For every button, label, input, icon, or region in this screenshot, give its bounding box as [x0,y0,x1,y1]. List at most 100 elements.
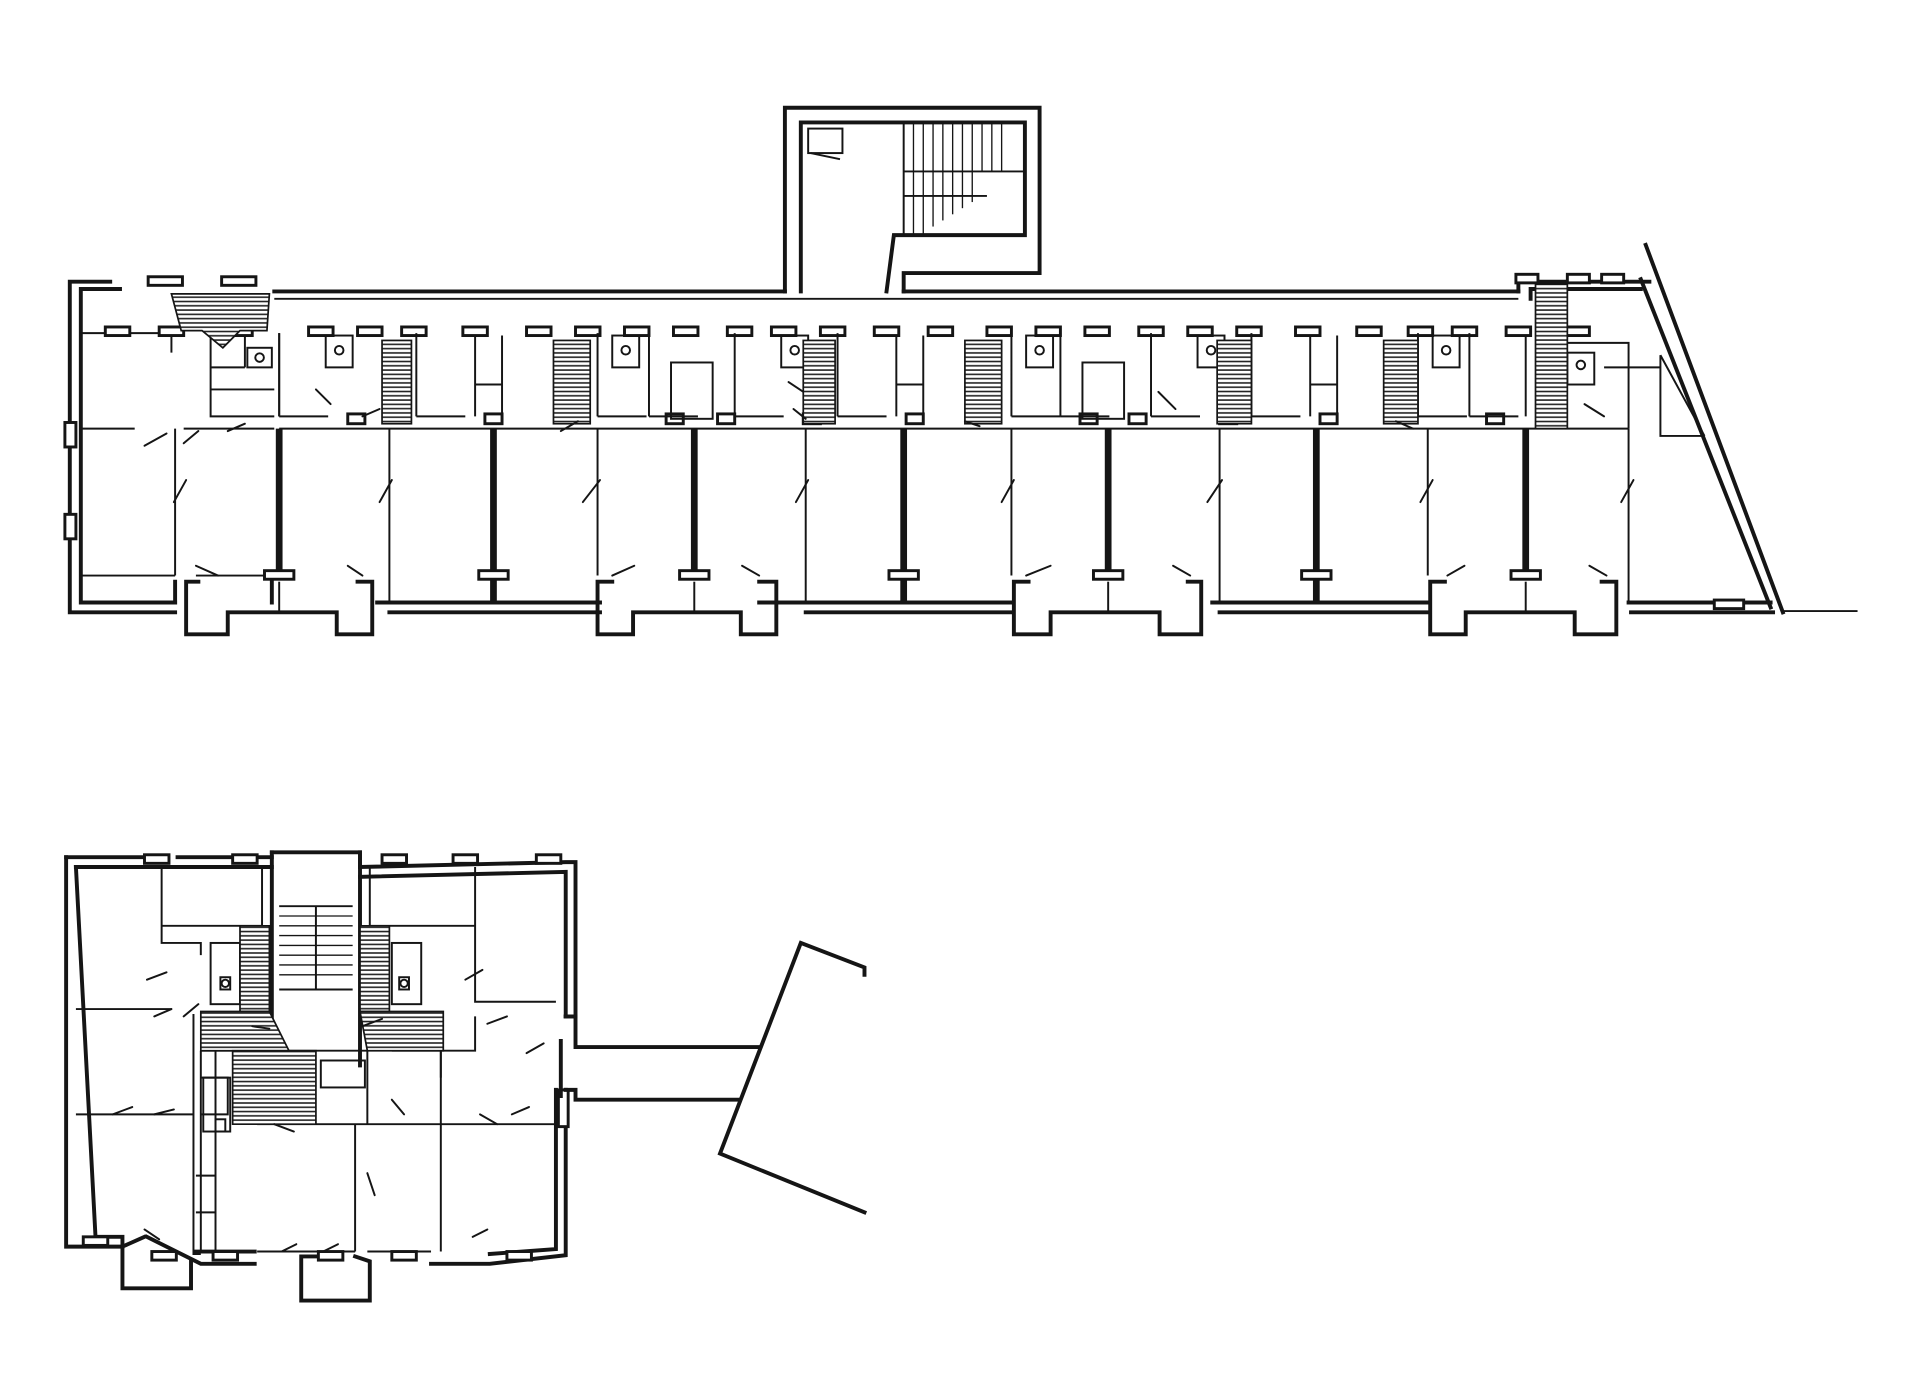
door-leaf [963,420,981,428]
window-pier [769,325,798,338]
door-leaf [1157,390,1177,410]
door-leaf [346,564,364,577]
stair-treads-upper [912,122,1003,236]
window-pier [477,569,510,581]
door-leaf [251,1025,271,1030]
wc-cell [1431,334,1461,369]
core-partition [1468,333,1519,418]
rear-facade-piers [63,421,1746,611]
door-leaf [182,430,200,445]
door-leaf [366,1172,376,1197]
window-pier [1406,325,1435,338]
door-leaf [361,1017,384,1028]
door-leaf [1419,479,1434,504]
window-pier [1712,598,1746,611]
door-leaf [510,1106,530,1116]
door-leaf [794,479,810,504]
store-cell [1081,361,1126,420]
linear-block-plan [63,105,1858,637]
window-pier [1563,325,1591,338]
kitchen-fitting [1309,335,1339,417]
window-pier [1092,569,1125,581]
window-pier [231,853,259,865]
door-leaf [143,432,168,447]
core-partition [733,333,784,418]
window-pier [574,325,602,338]
door-leaf [486,1015,508,1025]
store-cell [670,361,714,420]
door-leaf [741,564,761,577]
core-partition [1010,333,1061,418]
hatched-circulation [170,283,1569,430]
wc-fixture [1575,359,1587,371]
wc-fixture [333,344,345,356]
window-pier [1083,325,1111,338]
door-leaf [153,1108,175,1116]
core-pier [904,412,925,426]
window-pier [1514,272,1540,285]
room-partitions [80,330,1661,603]
window-pier [525,325,553,338]
stair-tower [782,105,1042,294]
window-pier [1355,325,1383,338]
wc-cell [611,334,641,369]
window-pier [725,325,754,338]
kitchen-fitting [895,335,925,417]
door-leaf [194,564,219,577]
core-partition [1150,333,1200,418]
window-pier [1034,325,1062,338]
kitchen-fitting [474,335,504,417]
door-leaf [1588,564,1608,577]
connecting-bridge [558,1014,762,1102]
door-leaf [378,479,393,504]
central-stair-core [279,905,353,991]
door-leaf [1394,420,1415,430]
wc-fixture [1034,344,1045,356]
window-pier [390,1250,418,1262]
window-pier [81,1235,110,1247]
hatched-circulation [199,924,445,1126]
wc-cell [1025,334,1055,369]
window-pier [103,325,132,338]
point-block-plan [64,850,868,1303]
window-pier [263,569,296,581]
window-pier [356,325,384,338]
door-leaf [226,422,246,433]
wc-fixture [1440,344,1452,356]
window-pier [143,853,171,865]
door-leaf [1025,564,1052,577]
door-swings [111,968,545,1253]
core-partition [648,333,698,418]
window-pier [678,569,711,581]
door-leaf [273,1123,295,1133]
door-leaf [322,1243,339,1253]
access-corridor [272,289,1521,300]
door-leaf [559,420,579,433]
bay-projections [184,579,1619,637]
wc-fixture [1205,344,1217,356]
window-pier [307,325,335,338]
window-pier [926,325,955,338]
window-pier [1565,272,1591,285]
window-pier [380,853,408,865]
window-pier [400,325,428,338]
window-pier [872,325,901,338]
door-leaf [145,971,168,981]
window-pier [505,1250,533,1262]
wc-fixture [789,344,800,356]
wc-fixture [254,352,265,363]
door-leaf [792,408,807,420]
door-leaf [314,388,332,406]
core-pier [1127,412,1148,426]
window-pier [63,512,78,541]
window-pier [985,325,1013,338]
core-pier [483,412,504,426]
door-leaf [1446,564,1466,577]
core-partition [1059,333,1110,418]
window-pier [146,275,184,287]
window-pier [211,1250,240,1262]
window-pier [451,853,480,865]
door-leaf [390,1098,406,1116]
door-leaf [182,1003,200,1018]
window-pier [220,275,258,287]
